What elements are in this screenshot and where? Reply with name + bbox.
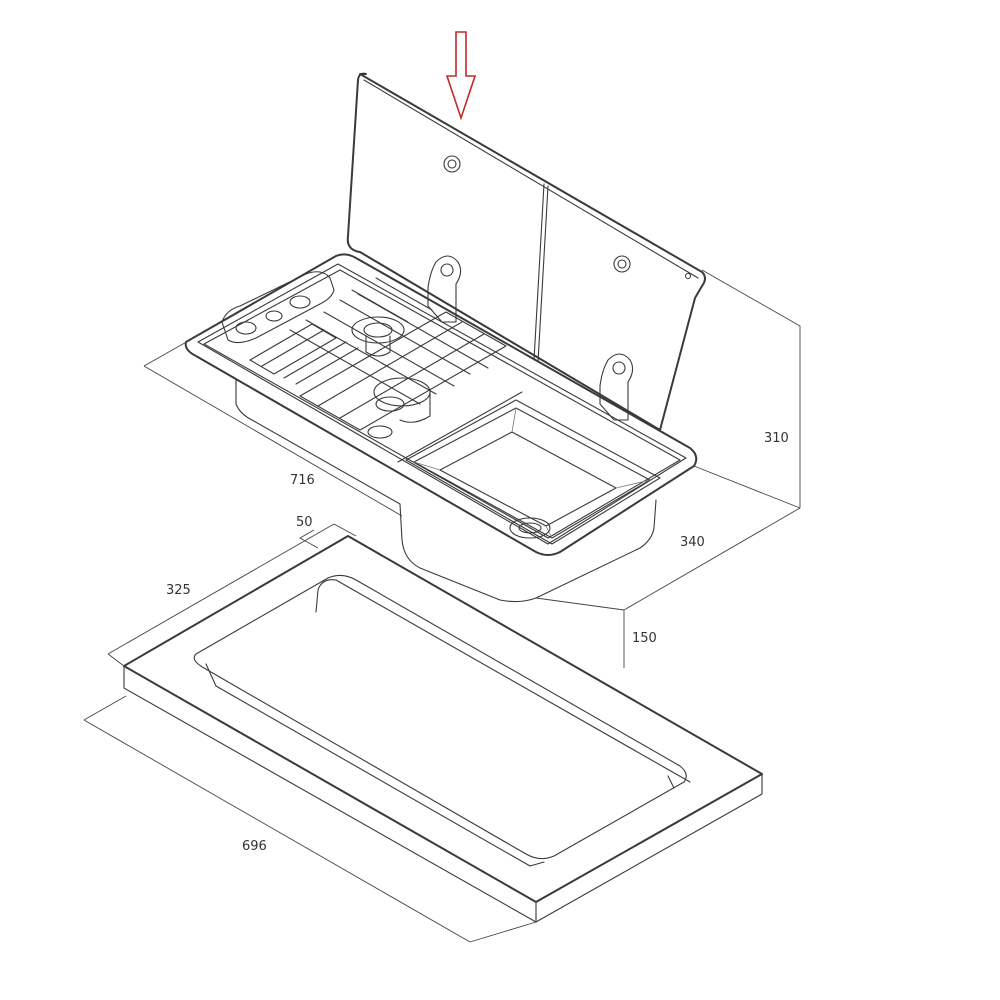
dim-label-50: 50 — [296, 515, 313, 530]
dimension-lines — [83, 269, 801, 943]
hob-sink-unit — [184, 253, 698, 603]
down-arrow-icon — [445, 31, 477, 121]
dim-label-150: 150 — [632, 631, 657, 646]
hinge-left — [427, 255, 462, 323]
glass-lid — [346, 72, 706, 431]
dim-label-325: 325 — [166, 583, 191, 598]
dim-label-340: 340 — [680, 535, 705, 550]
dim-label-696: 696 — [242, 839, 267, 854]
cutout-plate — [123, 535, 763, 923]
hinge-right — [599, 353, 634, 421]
dim-label-310: 310 — [764, 431, 789, 446]
dim-label-716: 716 — [290, 473, 315, 488]
